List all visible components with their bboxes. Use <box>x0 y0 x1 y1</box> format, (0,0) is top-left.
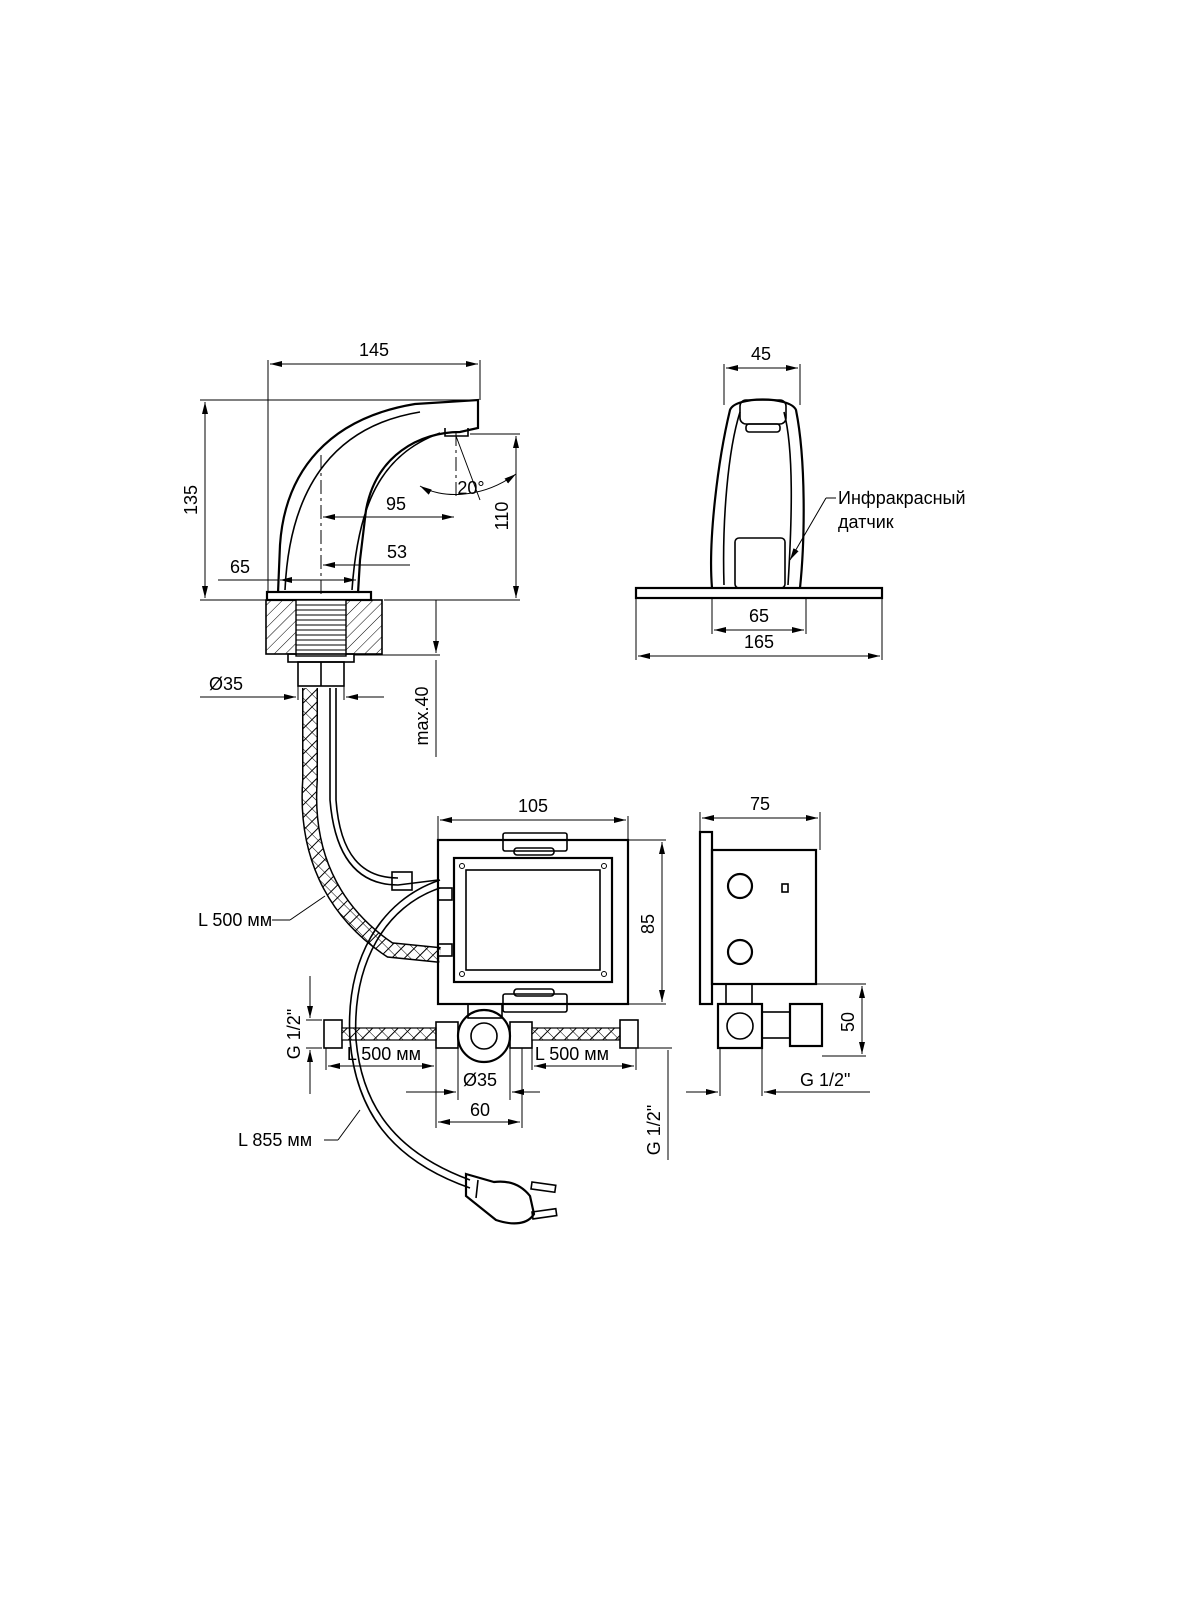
right-nut <box>619 1019 639 1049</box>
front-aerator <box>745 423 781 433</box>
box-outer <box>436 838 630 1006</box>
side-wall-plate <box>698 830 714 1006</box>
indicator-led <box>781 883 789 893</box>
dim-110: 110 <box>492 502 512 531</box>
control-box-side: 75 50 G 1/2" <box>686 794 870 1096</box>
sensor-label-line1: Инфракрасный <box>838 488 966 508</box>
cable-connector <box>391 871 413 891</box>
hose-length-left: L 500 мм <box>347 1044 421 1064</box>
dim-85: 85 <box>638 914 658 934</box>
dim-valve-spacing: 60 <box>470 1100 490 1120</box>
port-water <box>437 943 453 957</box>
faucet-front-view: 45 65 165 Инфракрасный датчик <box>634 344 966 660</box>
thread-left: G 1/2" <box>284 1009 304 1059</box>
front-outlet <box>739 399 787 425</box>
bottom-tab <box>502 993 568 1013</box>
side-port-1 <box>726 872 754 900</box>
dim-angle-20: 20° <box>457 478 484 498</box>
side-valve <box>716 1002 764 1050</box>
dim-95: 95 <box>386 494 406 514</box>
faucet-hoses: L 500 мм <box>198 688 441 963</box>
port-power <box>437 887 453 901</box>
top-tab <box>502 832 568 852</box>
base-flange <box>265 590 373 602</box>
front-base-plate <box>634 586 884 600</box>
power-plug <box>464 1172 536 1225</box>
cable-length: L 855 мм <box>238 1130 312 1150</box>
dim-75: 75 <box>750 794 770 814</box>
right-hose <box>531 1027 621 1041</box>
spout-outline <box>276 398 480 594</box>
side-outlet-nut <box>788 1002 824 1048</box>
control-box-front: 105 85 L 500 мм L 500 мм Ø35 60 G 1/2" <box>284 796 672 1160</box>
faucet-side-view: 145 135 110 20° 95 53 65 max.40 <box>181 340 520 757</box>
dim-valve-diameter: Ø35 <box>463 1070 497 1090</box>
thread-bottom: G 1/2" <box>644 1105 664 1155</box>
side-port-2 <box>726 938 754 966</box>
hose-length-right: L 500 мм <box>535 1044 609 1064</box>
dim-shank-diameter: Ø35 <box>209 674 243 694</box>
threaded-shank <box>295 599 347 657</box>
infrared-sensor <box>734 537 786 589</box>
box-cover <box>452 856 614 984</box>
dim-105: 105 <box>518 796 548 816</box>
dim-45: 45 <box>751 344 771 364</box>
box-window <box>465 869 601 971</box>
power-cable: L 855 мм <box>238 879 558 1225</box>
side-box-body <box>710 848 818 986</box>
plug-pin-2 <box>531 1207 558 1220</box>
dim-65-front: 65 <box>749 606 769 626</box>
thread-outlet: G 1/2" <box>800 1070 850 1090</box>
left-nut <box>323 1019 343 1049</box>
hose-length-main: L 500 мм <box>198 910 272 930</box>
dim-53: 53 <box>387 542 407 562</box>
dim-50: 50 <box>838 1012 858 1032</box>
dim-145: 145 <box>359 340 389 360</box>
dim-max-40: max.40 <box>412 686 432 745</box>
sensor-label-line2: датчик <box>838 512 894 532</box>
dim-135: 135 <box>181 485 201 515</box>
thread-lines <box>296 604 346 651</box>
dim-65-base: 65 <box>230 557 250 577</box>
plug-pin-1 <box>530 1181 557 1194</box>
dim-165: 165 <box>744 632 774 652</box>
